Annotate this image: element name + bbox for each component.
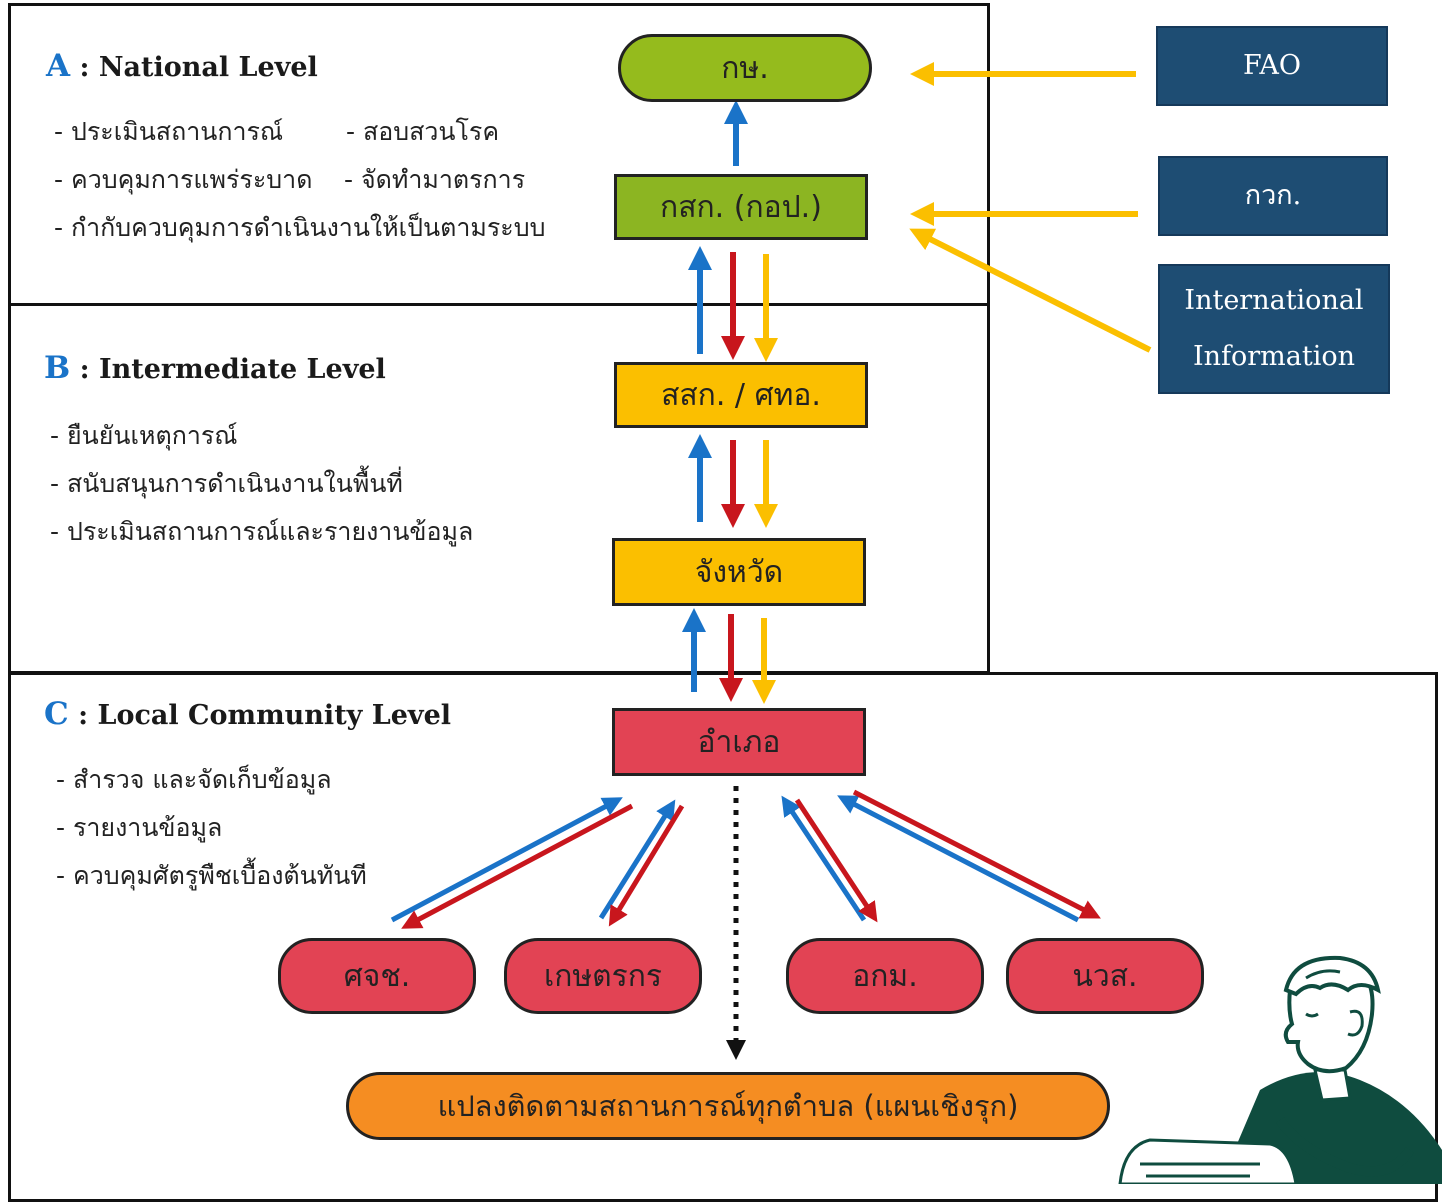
- level-b-bullet: - ประเมินสถานการณ์และรายงานข้อมูล: [50, 517, 474, 546]
- level-a-bullet: - ควบคุมการแพร่ระบาด: [54, 165, 313, 194]
- node-monitoring-plots: แปลงติดตามสถานการณ์ทุกตำบล (แผนเชิงรุก): [346, 1072, 1110, 1140]
- level-a-bullet: - กำกับควบคุมการดำเนินงานให้เป็นตามระบบ: [54, 213, 546, 242]
- source-kwk: กวก.: [1158, 156, 1388, 236]
- level-c-title-text: : Local Community Level: [68, 700, 452, 731]
- level-a-title: A : National Level: [46, 48, 318, 84]
- level-c-bullet: - รายงานข้อมูล: [56, 813, 223, 842]
- node-province: จังหวัด: [612, 538, 866, 606]
- source-fao: FAO: [1156, 26, 1388, 106]
- node-district: อำเภอ: [612, 708, 866, 776]
- level-a-bullet: - สอบสวนโรค: [346, 117, 500, 146]
- node-ssk: สสก. / ศทอ.: [614, 362, 868, 428]
- level-a-bullet: - ประเมินสถานการณ์: [54, 117, 284, 146]
- node-farmer: เกษตรกร: [504, 938, 702, 1014]
- level-c-bullet: - ควบคุมศัตรูพืชเบื้องต้นทันที: [56, 861, 367, 890]
- source-intl-line1: International: [1184, 285, 1364, 316]
- level-c-title: C : Local Community Level: [44, 696, 451, 732]
- level-b-letter: B: [44, 350, 71, 386]
- level-a-letter: A: [46, 48, 71, 84]
- source-intl-line2: Information: [1192, 341, 1356, 372]
- level-c-letter: C: [44, 696, 69, 732]
- node-nws: นวส.: [1006, 938, 1204, 1014]
- node-aokm: อกม.: [786, 938, 984, 1014]
- level-b-bullet: - ยืนยันเหตุการณ์: [50, 421, 238, 450]
- level-b-title: B : Intermediate Level: [44, 350, 386, 386]
- level-a-bullet: - จัดทำมาตรการ: [344, 165, 526, 194]
- level-c-bullet: - สำรวจ และจัดเก็บข้อมูล: [56, 765, 332, 794]
- node-ksk: กสก. (กอป.): [614, 174, 868, 240]
- person-illustration: [1118, 955, 1442, 1184]
- level-a-title-text: : National Level: [70, 52, 318, 83]
- source-international-information: International Information: [1158, 264, 1390, 394]
- level-b-title-text: : Intermediate Level: [70, 354, 386, 385]
- node-ks: กษ.: [618, 34, 872, 102]
- level-b-bullet: - สนับสนุนการดำเนินงานในพื้นที่: [50, 469, 403, 498]
- node-sjch: ศจช.: [278, 938, 476, 1014]
